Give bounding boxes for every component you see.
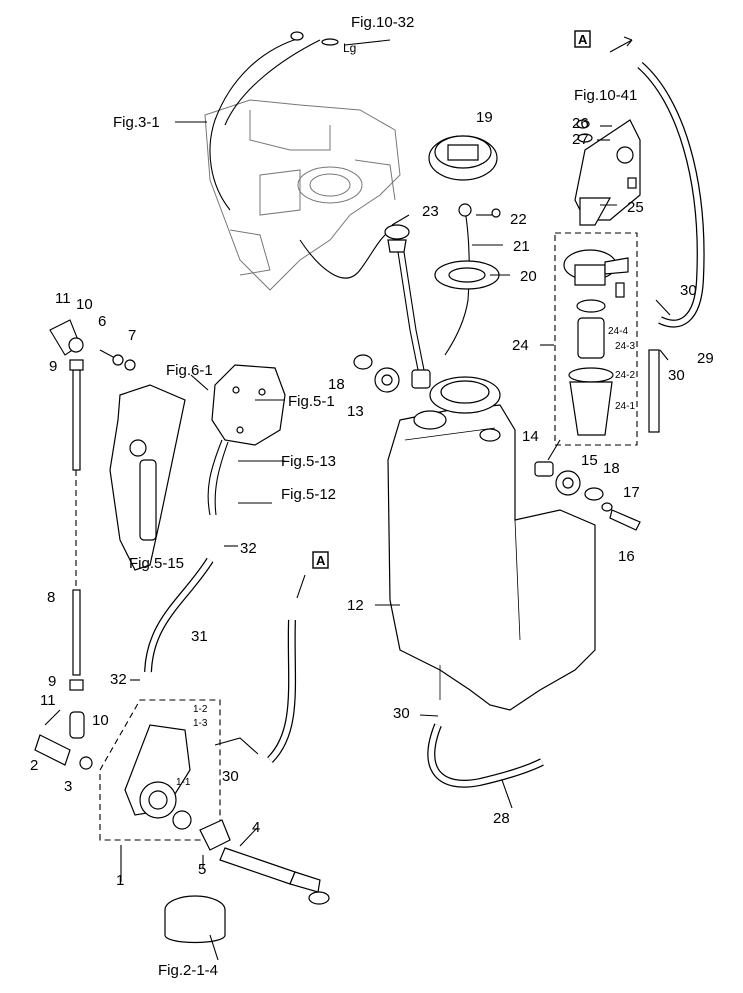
part-23: 23 bbox=[422, 203, 439, 220]
part-24-2: 24-2 bbox=[615, 370, 635, 381]
part-11-bottom: 11 bbox=[40, 692, 56, 709]
oil-pump-drawing bbox=[34, 699, 231, 851]
part-31: 31 bbox=[191, 628, 208, 645]
part-12: 12 bbox=[347, 597, 364, 614]
part-25: 25 bbox=[627, 199, 644, 216]
marker-a-top: A bbox=[578, 32, 588, 47]
part-20: 20 bbox=[520, 268, 537, 285]
part-6: 6 bbox=[98, 313, 106, 330]
engine-block-drawing bbox=[204, 99, 401, 291]
ref-fig-5-12: Fig.5-12 bbox=[281, 486, 336, 503]
marker-a-lower-box bbox=[312, 551, 329, 569]
ref-fig-5-13: Fig.5-13 bbox=[281, 453, 336, 470]
leader-lines bbox=[120, 39, 671, 961]
part-16: 16 bbox=[618, 548, 635, 565]
ref-fig-5-15: Fig.5-15 bbox=[129, 555, 184, 572]
part-24-4: 24-4 bbox=[608, 326, 628, 337]
part-3: 3 bbox=[64, 778, 72, 795]
ref-fig-6-1: Fig.6-1 bbox=[166, 362, 213, 379]
part-1: 1 bbox=[116, 872, 124, 889]
shaft-drawing bbox=[164, 847, 330, 944]
wire-harness-drawing bbox=[209, 31, 396, 279]
part-30-left: 30 bbox=[222, 768, 239, 785]
part-10-bottom: 10 bbox=[92, 712, 109, 729]
part-13: 13 bbox=[347, 403, 364, 420]
part-32-lower: 32 bbox=[110, 671, 127, 688]
hose-a-lower-drawing bbox=[267, 574, 306, 763]
part-15: 15 bbox=[581, 452, 598, 469]
part-18-right: 18 bbox=[603, 460, 620, 477]
fuel-tank-drawing bbox=[387, 376, 596, 711]
part-18-left: 18 bbox=[328, 376, 345, 393]
part-30-lower-right: 30 bbox=[668, 367, 685, 384]
ref-lg: Lg bbox=[343, 41, 356, 55]
part-21: 21 bbox=[513, 238, 530, 255]
part-23-drawing bbox=[384, 224, 431, 389]
throttle-bracket-drawing bbox=[109, 384, 186, 571]
part-14: 14 bbox=[522, 428, 539, 445]
fuel-cap-drawing bbox=[428, 135, 501, 356]
ref-fig-2-1-4: Fig.2-1-4 bbox=[158, 962, 218, 979]
part-22: 22 bbox=[510, 211, 527, 228]
rod-drawing bbox=[44, 319, 136, 739]
figure-references: Fig.10-32 Lg Fig.3-1 Fig.10-41 Fig.6-1 F… bbox=[113, 14, 637, 979]
part-1-1: 1-1 bbox=[176, 777, 191, 788]
part-11-top: 11 bbox=[55, 290, 71, 307]
part-numbers: 11 10 6 7 9 8 9 11 10 2 3 1 1-1 1-2 1-3 … bbox=[30, 109, 714, 889]
hose-vertical-drawing bbox=[648, 349, 660, 433]
part-9-bottom: 9 bbox=[48, 673, 56, 690]
part-19: 19 bbox=[476, 109, 493, 126]
part-28: 28 bbox=[493, 810, 510, 827]
ref-fig-10-32: Fig.10-32 bbox=[351, 14, 414, 31]
detail-markers: A A bbox=[312, 30, 591, 569]
ref-fig-5-1: Fig.5-1 bbox=[288, 393, 335, 410]
part-4: 4 bbox=[252, 819, 260, 836]
part-1-2: 1-2 bbox=[193, 704, 208, 715]
part-17: 17 bbox=[623, 484, 640, 501]
part-29: 29 bbox=[697, 350, 714, 367]
part-9-top: 9 bbox=[49, 358, 57, 375]
marker-a-top-box bbox=[574, 30, 591, 48]
part-10-top: 10 bbox=[76, 296, 93, 313]
part-8: 8 bbox=[47, 589, 55, 606]
ref-fig-10-41: Fig.10-41 bbox=[574, 87, 637, 104]
hose-31-drawing bbox=[144, 557, 214, 673]
part-30-upper-right: 30 bbox=[680, 282, 697, 299]
hose-29-drawing bbox=[609, 36, 705, 328]
part-24: 24 bbox=[512, 337, 529, 354]
part-5: 5 bbox=[198, 861, 206, 878]
part-7: 7 bbox=[128, 327, 136, 344]
hose-28-drawing bbox=[427, 723, 544, 788]
part-30-tank: 30 bbox=[393, 705, 410, 722]
ref-fig-3-1: Fig.3-1 bbox=[113, 114, 160, 131]
part-2: 2 bbox=[30, 757, 38, 774]
fuel-filter-drawing bbox=[554, 232, 638, 446]
part-27: 27 bbox=[572, 131, 589, 148]
fuel-pump-drawing bbox=[207, 364, 286, 516]
marker-a-lower: A bbox=[316, 553, 326, 568]
part-26: 26 bbox=[572, 115, 589, 132]
part-32-upper: 32 bbox=[240, 540, 257, 557]
part-24-3: 24-3 bbox=[615, 341, 635, 352]
fittings-drawing bbox=[353, 354, 641, 531]
part-1-3: 1-3 bbox=[193, 718, 208, 729]
part-24-1: 24-1 bbox=[615, 401, 635, 412]
